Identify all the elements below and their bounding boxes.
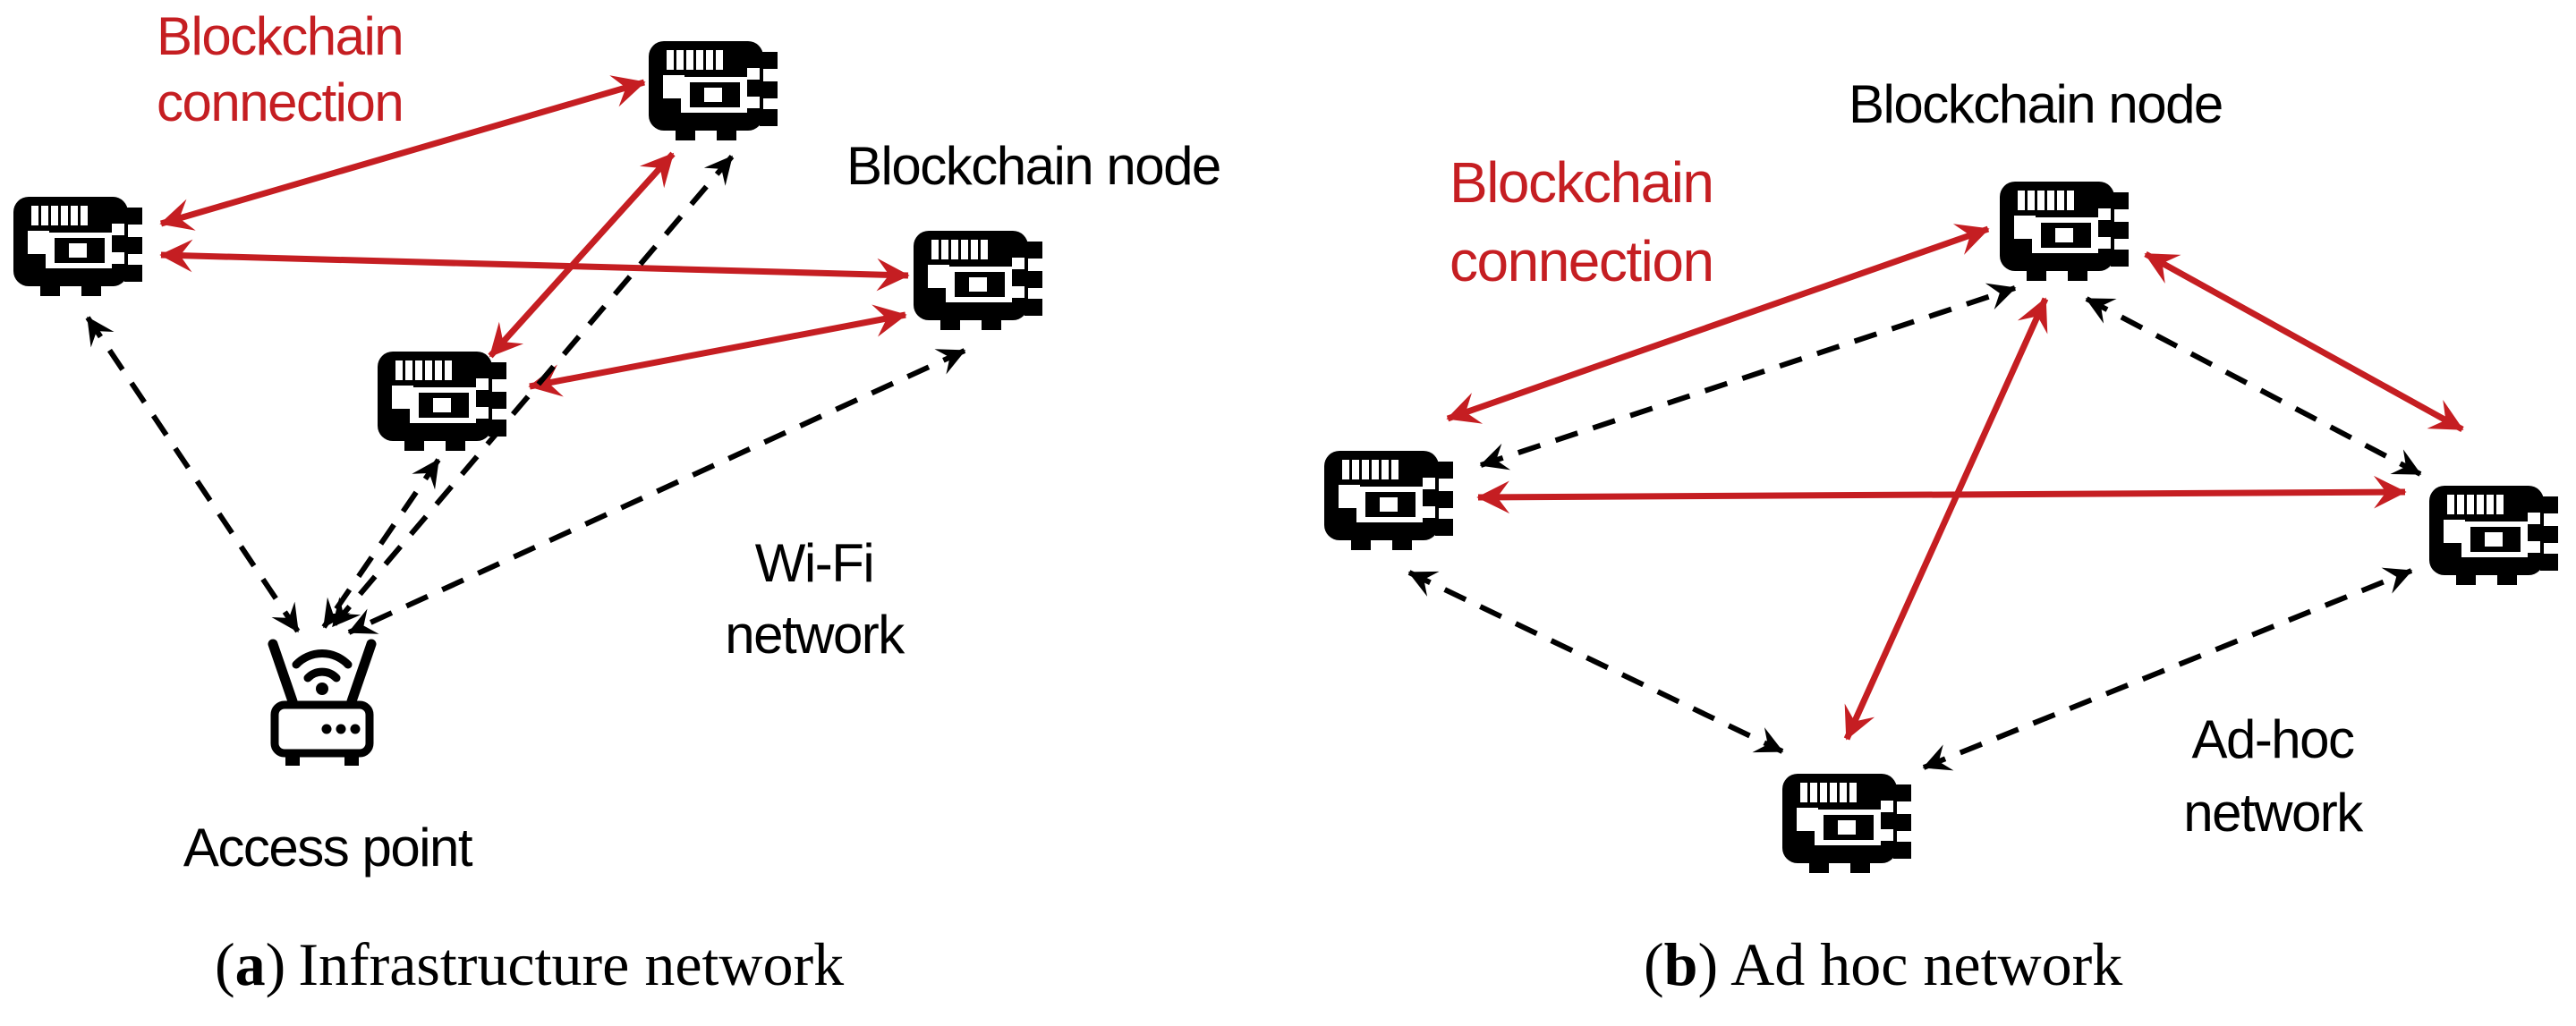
legend-line: Blockchain bbox=[1450, 150, 1714, 215]
access-point-label: Access point bbox=[183, 816, 473, 880]
caption-infrastructure-network: (a)Infrastructure network bbox=[215, 928, 844, 1000]
label-text: Blockchain node bbox=[846, 136, 1221, 196]
legend-line: Blockchain bbox=[157, 6, 404, 66]
blockchain-node-label-a: Blockchain node bbox=[846, 134, 1221, 199]
dev-board-icon bbox=[2429, 486, 2558, 585]
adhoc-link-arrow bbox=[2085, 296, 2422, 477]
dev-board-icon bbox=[914, 231, 1042, 330]
caption-letter: b bbox=[1663, 930, 1698, 998]
wifi-network-label: Wi-Fi network bbox=[725, 528, 905, 671]
dev-board-icon bbox=[649, 41, 778, 140]
legend-blockchain-connection-b: Blockchain connection bbox=[1450, 143, 1714, 301]
device-icon-b-right bbox=[2429, 484, 2563, 589]
caption-text: Infrastructure network bbox=[298, 930, 845, 998]
dev-board-icon bbox=[378, 352, 506, 451]
label-text: Wi-Fi bbox=[754, 533, 875, 593]
dev-board-icon bbox=[2000, 182, 2129, 281]
blockchain-connection-arrow bbox=[159, 239, 910, 292]
adhoc-network-label: Ad-hoc network bbox=[2183, 703, 2363, 850]
caption-letter: a bbox=[234, 930, 266, 998]
wifi-link-arrow bbox=[347, 348, 966, 635]
caption-paren: ( bbox=[215, 930, 235, 998]
caption-text: Ad hoc network bbox=[1730, 930, 2123, 998]
blockchain-connection-arrow bbox=[528, 304, 907, 397]
legend-line: connection bbox=[1450, 229, 1714, 293]
label-text: Access point bbox=[183, 818, 473, 878]
dev-board-icon bbox=[1324, 451, 1453, 550]
router-icon bbox=[268, 639, 377, 766]
device-icon-a-top bbox=[649, 39, 783, 145]
caption-paren: ) bbox=[265, 930, 286, 998]
device-icon-b-bottom bbox=[1782, 772, 1917, 878]
label-text: network bbox=[2183, 783, 2363, 843]
adhoc-link-arrow bbox=[1479, 283, 2017, 471]
label-text: Ad-hoc bbox=[2191, 709, 2355, 769]
blockchain-node-label-b: Blockchain node bbox=[1849, 72, 2223, 138]
blockchain-connection-arrow bbox=[2144, 250, 2464, 433]
caption-paren: ) bbox=[1697, 930, 1719, 998]
label-text: network bbox=[725, 605, 905, 665]
legend-line: connection bbox=[157, 72, 404, 132]
adhoc-link-arrow bbox=[1922, 567, 2413, 771]
device-icon-b-left bbox=[1324, 449, 1458, 555]
caption-paren: ( bbox=[1644, 930, 1664, 998]
device-icon-a-middle bbox=[378, 350, 512, 455]
device-icon-a-left bbox=[13, 195, 148, 301]
device-icon-a-right bbox=[914, 229, 1048, 335]
blockchain-connection-arrow bbox=[159, 75, 646, 231]
dev-board-icon bbox=[13, 197, 142, 296]
adhoc-link-arrow bbox=[1407, 570, 1784, 754]
blockchain-connection-arrow bbox=[1476, 475, 2407, 514]
blockchain-connection-arrow bbox=[1843, 297, 2049, 741]
label-text: Blockchain node bbox=[1849, 74, 2223, 134]
access-point-icon bbox=[264, 637, 380, 789]
wifi-link-arrow bbox=[85, 316, 301, 633]
device-icon-b-top bbox=[2000, 180, 2134, 285]
caption-ad-hoc-network: (b)Ad hoc network bbox=[1644, 928, 2122, 1000]
legend-blockchain-connection-a: Blockchain connection bbox=[157, 4, 404, 136]
dev-board-icon bbox=[1782, 774, 1911, 873]
